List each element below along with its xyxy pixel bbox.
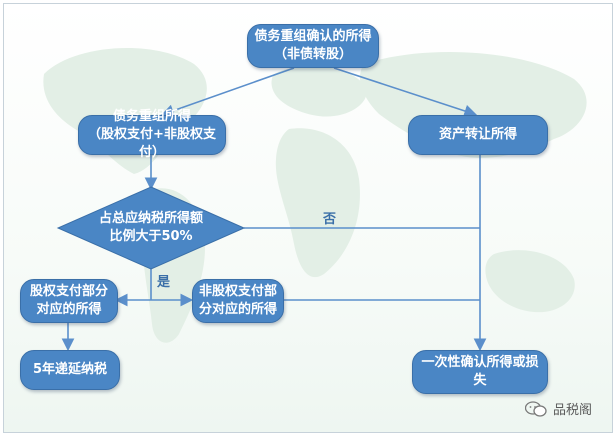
node-restructure: 债务重组所得 （股权支付+非股权支付） bbox=[78, 109, 226, 160]
wechat-icon bbox=[524, 400, 547, 417]
edge-label-yes: 是 bbox=[157, 275, 171, 290]
decision-diamond bbox=[56, 186, 246, 270]
node-deferred: 5年递延纳税 bbox=[20, 350, 120, 390]
edge-root-to-restructure bbox=[160, 67, 295, 117]
decision-label: 占总应纳税所得额 比例大于50% bbox=[98, 211, 203, 244]
node-asset-transfer: 资产转让所得 bbox=[408, 115, 548, 155]
node-equity-part: 股权支付部分 对应的所得 bbox=[20, 279, 118, 323]
edge-label-no: 否 bbox=[323, 212, 337, 227]
watermark: 品税阁 bbox=[524, 399, 592, 418]
watermark-text: 品税阁 bbox=[552, 403, 592, 418]
connectors bbox=[56, 67, 487, 352]
edge-root-to-asset-transfer bbox=[333, 67, 478, 118]
node-root: 债务重组确认的所得 （非债转股） bbox=[247, 24, 379, 68]
diagram-canvas: 债务重组确认的所得 （非债转股） 债务重组所得 （股权支付+非股权支付） 资产转… bbox=[3, 3, 613, 433]
node-one-time: 一次性确认所得或损 失 bbox=[412, 350, 548, 394]
node-non-equity-part: 非股权支付部 分对应的所得 bbox=[192, 279, 284, 323]
